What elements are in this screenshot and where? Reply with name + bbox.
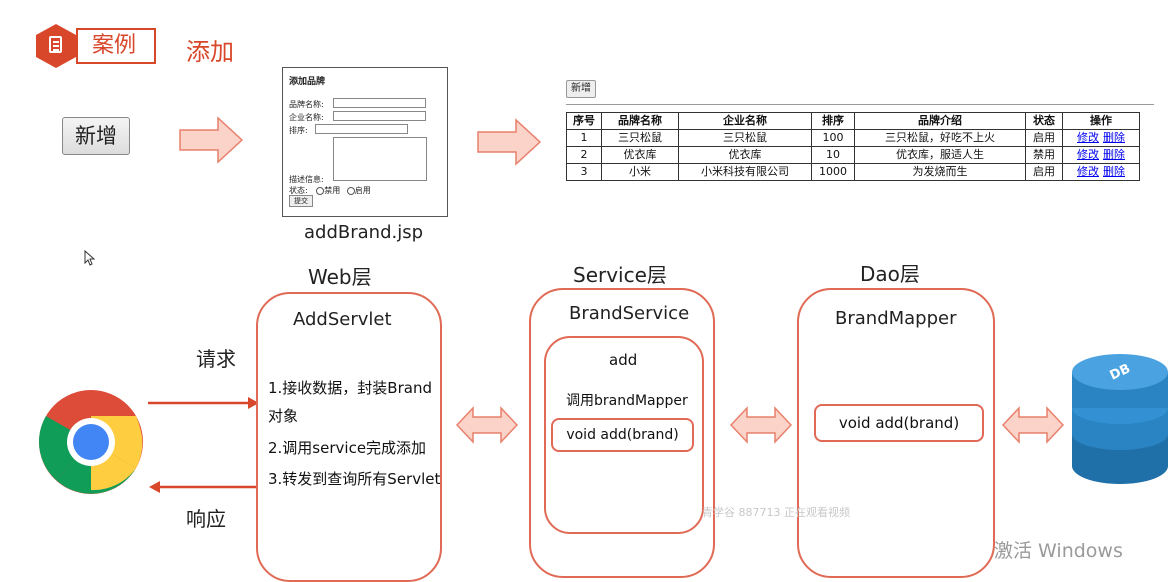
col-header: 品牌名称 <box>601 112 679 130</box>
delete-link[interactable]: 删除 <box>1103 165 1125 178</box>
radio-disabled[interactable] <box>316 186 325 195</box>
cell-status: 启用 <box>1025 163 1063 181</box>
right-arrow-icon <box>477 118 542 166</box>
cell-id: 2 <box>566 146 602 164</box>
web-step-1: 1.接收数据，封装Brand <box>268 379 432 397</box>
web-layer-title: Web层 <box>308 265 372 289</box>
brand-service-label: BrandService <box>569 303 690 324</box>
cell-status: 禁用 <box>1025 146 1063 164</box>
order-label: 排序: <box>289 126 308 135</box>
request-arrow-icon <box>148 397 259 409</box>
add-brand-form: 添加品牌 品牌名称: 企业名称: 排序: 描述信息: 状态: 禁用 启用 提交 <box>282 67 448 217</box>
form-title: 添加品牌 <box>289 77 326 87</box>
call-mapper-text: 调用brandMapper <box>566 393 688 409</box>
status-row: 状态: 禁用 启用 <box>289 185 371 196</box>
cell-desc: 优衣库，服适人生 <box>854 146 1026 164</box>
divider <box>566 104 1154 105</box>
col-header: 排序 <box>811 112 855 130</box>
web-step-2: 2.调用service完成添加 <box>268 439 427 457</box>
description-textarea[interactable] <box>333 137 427 181</box>
cell-brand: 优衣库 <box>601 146 679 164</box>
cell-desc: 为发烧而生 <box>854 163 1026 181</box>
case-hex-icon <box>36 24 76 68</box>
cell-order: 10 <box>811 146 855 164</box>
cell-order: 1000 <box>811 163 855 181</box>
web-step-1-cont: 对象 <box>268 407 299 425</box>
case-label: 案例 <box>76 28 156 64</box>
col-header: 品牌介绍 <box>854 112 1026 130</box>
delete-link[interactable]: 删除 <box>1103 148 1125 161</box>
edit-link[interactable]: 修改 <box>1077 148 1099 161</box>
double-arrow-icon <box>456 406 518 444</box>
brand-name-input[interactable] <box>333 98 426 108</box>
cell-order: 100 <box>811 129 855 147</box>
cell-status: 启用 <box>1025 129 1063 147</box>
table-row: 3 小米 小米科技有限公司 1000 为发烧而生 启用 修改删除 <box>566 163 1140 181</box>
service-layer-title: Service层 <box>573 263 667 287</box>
table-header-row: 序号 品牌名称 企业名称 排序 品牌介绍 状态 操作 <box>566 112 1140 130</box>
dao-layer-title: Dao层 <box>860 262 920 286</box>
form-caption: addBrand.jsp <box>304 222 424 243</box>
brand-mapper-label: BrandMapper <box>835 308 957 329</box>
list-new-button[interactable]: 新增 <box>566 80 596 98</box>
brand-name-label: 品牌名称: <box>289 100 324 109</box>
new-button[interactable]: 新增 <box>62 117 130 155</box>
chrome-browser-icon <box>39 390 143 494</box>
section-title: 添加 <box>186 38 234 66</box>
double-arrow-icon <box>1002 406 1064 444</box>
cell-id: 1 <box>566 129 602 147</box>
database-icon: DB <box>1072 354 1168 484</box>
radio-enabled[interactable] <box>346 186 355 195</box>
dao-add-signature: void add(brand) <box>814 404 984 442</box>
submit-button[interactable]: 提交 <box>289 195 313 207</box>
brand-table: 序号 品牌名称 企业名称 排序 品牌介绍 状态 操作 1 三只松鼠 三只松鼠 1… <box>566 112 1140 181</box>
windows-activation-notice: 激活 Windows <box>994 540 1123 562</box>
mouse-cursor-icon <box>84 250 96 266</box>
col-header: 状态 <box>1025 112 1063 130</box>
col-header: 企业名称 <box>678 112 812 130</box>
company-input[interactable] <box>333 111 426 121</box>
cell-company: 小米科技有限公司 <box>678 163 812 181</box>
cell-actions: 修改删除 <box>1062 146 1140 164</box>
edit-link[interactable]: 修改 <box>1077 131 1099 144</box>
col-header: 操作 <box>1062 112 1140 130</box>
order-input[interactable] <box>315 124 408 134</box>
status-label: 状态: <box>289 186 308 195</box>
cell-id: 3 <box>566 163 602 181</box>
cell-actions: 修改删除 <box>1062 163 1140 181</box>
service-add-signature: void add(brand) <box>551 418 694 452</box>
web-step-3: 3.转发到查询所有Servlet <box>268 470 441 488</box>
double-arrow-icon <box>730 406 792 444</box>
table-row: 1 三只松鼠 三只松鼠 100 三只松鼠，好吃不上火 启用 修改删除 <box>566 129 1140 147</box>
desc-label: 描述信息: <box>289 175 324 184</box>
response-label: 响应 <box>186 507 226 531</box>
right-arrow-icon <box>179 116 244 164</box>
cell-company: 优衣库 <box>678 146 812 164</box>
col-header: 序号 <box>566 112 602 130</box>
add-method-name: add <box>609 351 638 369</box>
cell-desc: 三只松鼠，好吃不上火 <box>854 129 1026 147</box>
add-servlet-label: AddServlet <box>293 309 392 330</box>
cell-actions: 修改删除 <box>1062 129 1140 147</box>
cell-company: 三只松鼠 <box>678 129 812 147</box>
cell-brand: 小米 <box>601 163 679 181</box>
cell-brand: 三只松鼠 <box>601 129 679 147</box>
request-label: 请求 <box>196 347 236 371</box>
option-enabled-label: 启用 <box>354 186 371 195</box>
table-row: 2 优衣库 优衣库 10 优衣库，服适人生 禁用 修改删除 <box>566 146 1140 164</box>
watermark-text: 青学谷 887713 正在观看视频 <box>702 506 850 519</box>
delete-link[interactable]: 删除 <box>1103 131 1125 144</box>
response-arrow-icon <box>149 481 260 493</box>
edit-link[interactable]: 修改 <box>1077 165 1099 178</box>
option-disabled-label: 禁用 <box>324 186 341 195</box>
company-label: 企业名称: <box>289 113 324 122</box>
